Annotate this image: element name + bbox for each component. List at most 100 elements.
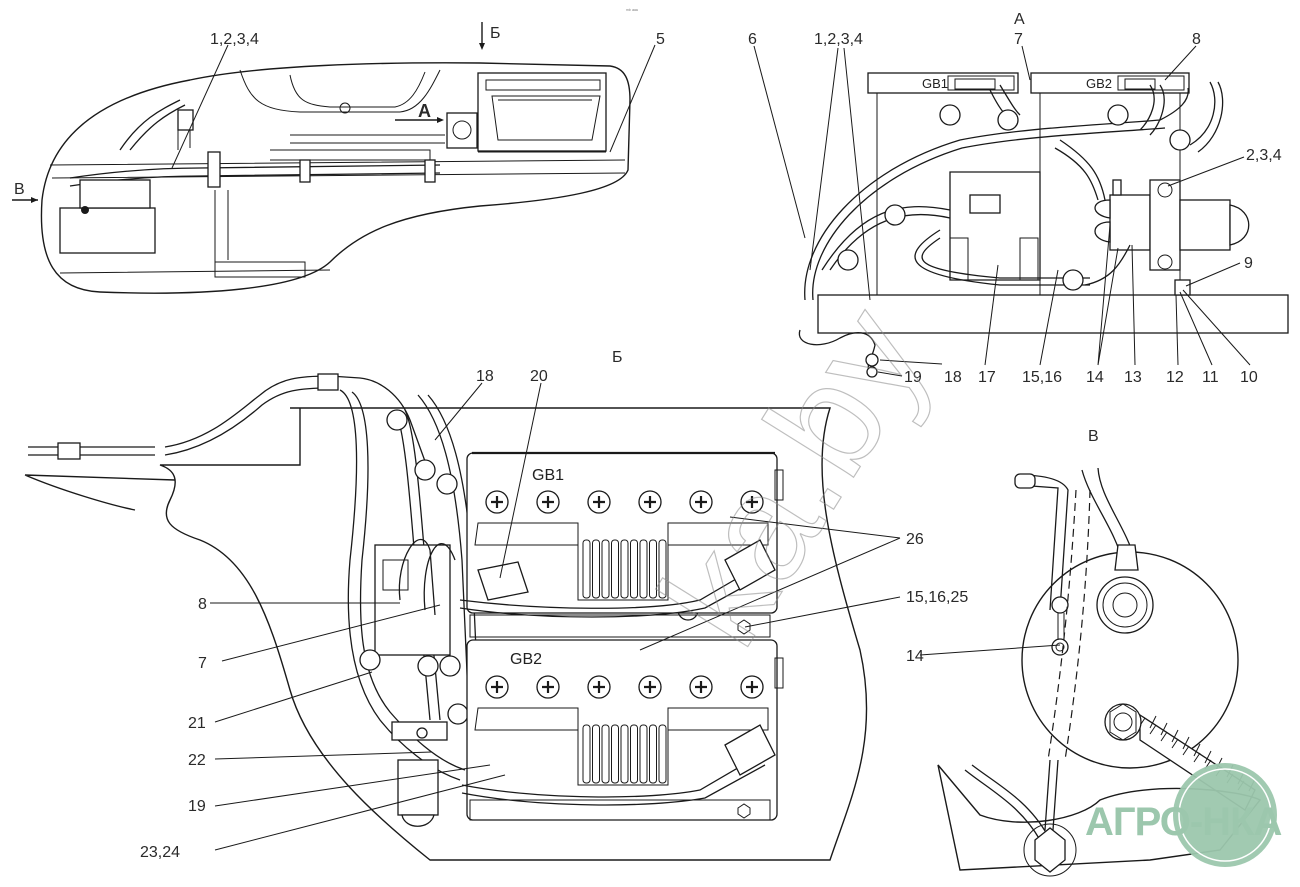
- callout-19-b: 19: [188, 798, 206, 815]
- leader-1234: [171, 44, 229, 169]
- plus-icon: [644, 681, 656, 693]
- callout-18-a: 18: [944, 369, 962, 386]
- plus-icon: [491, 496, 503, 508]
- plus-icon: [593, 681, 605, 693]
- clip: [1107, 104, 1129, 126]
- logo-text: АГРО-НКА: [1085, 800, 1281, 844]
- watermark-logo: АГРО-НКА: [1085, 763, 1282, 867]
- callout-6: 6: [748, 31, 757, 48]
- view-a-frame-beam: [817, 294, 1289, 334]
- view-a: А GB1 GB2: [748, 11, 1289, 386]
- callout-12: 12: [1166, 369, 1184, 386]
- clip: [837, 249, 859, 271]
- view-b-left-cable: [28, 446, 155, 456]
- stamp-text: ᵐᵇ ᵃᵃᵃ: [626, 8, 638, 14]
- callout-26: 26: [906, 531, 924, 548]
- battery-fin: [630, 539, 638, 599]
- battery-fin: [620, 539, 629, 599]
- battery-fin: [611, 724, 619, 784]
- view-v-cable-thin: [1017, 474, 1069, 611]
- callout-17: 17: [978, 369, 996, 386]
- view-v-title: В: [1088, 428, 1099, 445]
- clip: [997, 109, 1019, 131]
- view-marker-v: В: [14, 181, 25, 198]
- clip: [439, 655, 461, 677]
- clip: [417, 655, 439, 677]
- callout-22: 22: [188, 752, 206, 769]
- view-arrow-b-head: [479, 43, 485, 50]
- overview-battery-box: [477, 72, 607, 152]
- plus-icon: [746, 496, 758, 508]
- callout-19-a: 19: [904, 369, 922, 386]
- callout-13: 13: [1124, 369, 1142, 386]
- clip: [939, 104, 961, 126]
- battery-fins: [582, 539, 667, 784]
- battery-fin: [620, 724, 629, 784]
- clip: [359, 649, 381, 671]
- logo-circle: [1173, 763, 1277, 867]
- battery-fin: [601, 539, 610, 599]
- battery-fin: [592, 724, 600, 784]
- overview-battery-body: [491, 95, 601, 141]
- view-arrow-v-head: [31, 197, 38, 203]
- battery-fin: [658, 724, 667, 784]
- battery-fin: [582, 539, 591, 599]
- view-a-battery-gb1-top: [867, 72, 1019, 94]
- view-b-battery-gb2-tag: GB2: [510, 651, 542, 668]
- view-b-relay-block: [374, 544, 451, 656]
- view-marker-a: А: [418, 101, 431, 121]
- view-a-cable-main: [804, 87, 1189, 301]
- view-a-battery-gb2-top: [1030, 72, 1190, 94]
- callout-1516: 15,16: [1022, 369, 1062, 386]
- view-b-title: Б: [612, 349, 623, 366]
- view-arrow-a-head: [437, 117, 444, 123]
- callout-10: 10: [1240, 369, 1258, 386]
- leader-5: [609, 44, 656, 153]
- callout-234: 2,3,4: [1246, 147, 1282, 164]
- view-b: Б: [24, 349, 968, 861]
- view-b-battery-gb1-tag: GB1: [532, 467, 564, 484]
- view-a-title: А: [1014, 11, 1025, 28]
- view-b-harness-left: [339, 389, 461, 781]
- battery-fin: [592, 539, 600, 599]
- battery-caps: [485, 490, 764, 699]
- plus-icon: [593, 496, 605, 508]
- battery-fin: [601, 724, 610, 784]
- battery-fin: [582, 724, 591, 784]
- plus-icon: [491, 681, 503, 693]
- battery-fin: [649, 724, 657, 784]
- battery-fin: [611, 539, 619, 599]
- overview-view: В Б А 1,2,3,4 5: [12, 22, 665, 294]
- callout-8-b: 8: [198, 596, 207, 613]
- callout-2324: 23,24: [140, 844, 180, 861]
- callout-21: 21: [188, 715, 206, 732]
- clip: [436, 473, 458, 495]
- overview-switch: [446, 112, 478, 149]
- view-a-block-17: [949, 171, 1041, 281]
- view-b-breakout: [159, 407, 868, 861]
- clip: [884, 204, 906, 226]
- plus-icon: [542, 681, 554, 693]
- view-marker-b: Б: [490, 25, 501, 42]
- callout-7-b: 7: [198, 655, 207, 672]
- callout-9: 9: [1244, 255, 1253, 272]
- callout-8: 8: [1192, 31, 1201, 48]
- clip: [1169, 129, 1191, 151]
- view-b-connector-20: [477, 561, 529, 601]
- clip: [447, 703, 469, 725]
- plus-icon: [542, 496, 554, 508]
- overview-battery-lid: [485, 79, 601, 91]
- overview-breakout-outline: [40, 62, 631, 294]
- battery-fin: [649, 539, 657, 599]
- plus-icon: [695, 496, 707, 508]
- callout-1234-a: 1,2,3,4: [814, 31, 863, 48]
- view-a-battery-gb1-tag: GB1: [922, 76, 948, 91]
- clip: [386, 409, 408, 431]
- plus-icon: [644, 496, 656, 508]
- callout-151625: 15,16,25: [906, 589, 968, 606]
- callout-7: 7: [1014, 31, 1023, 48]
- callout-1234: 1,2,3,4: [210, 31, 259, 48]
- callout-5: 5: [656, 31, 665, 48]
- view-v-terminal-upper: [1096, 576, 1154, 634]
- callout-18-b: 18: [476, 368, 494, 385]
